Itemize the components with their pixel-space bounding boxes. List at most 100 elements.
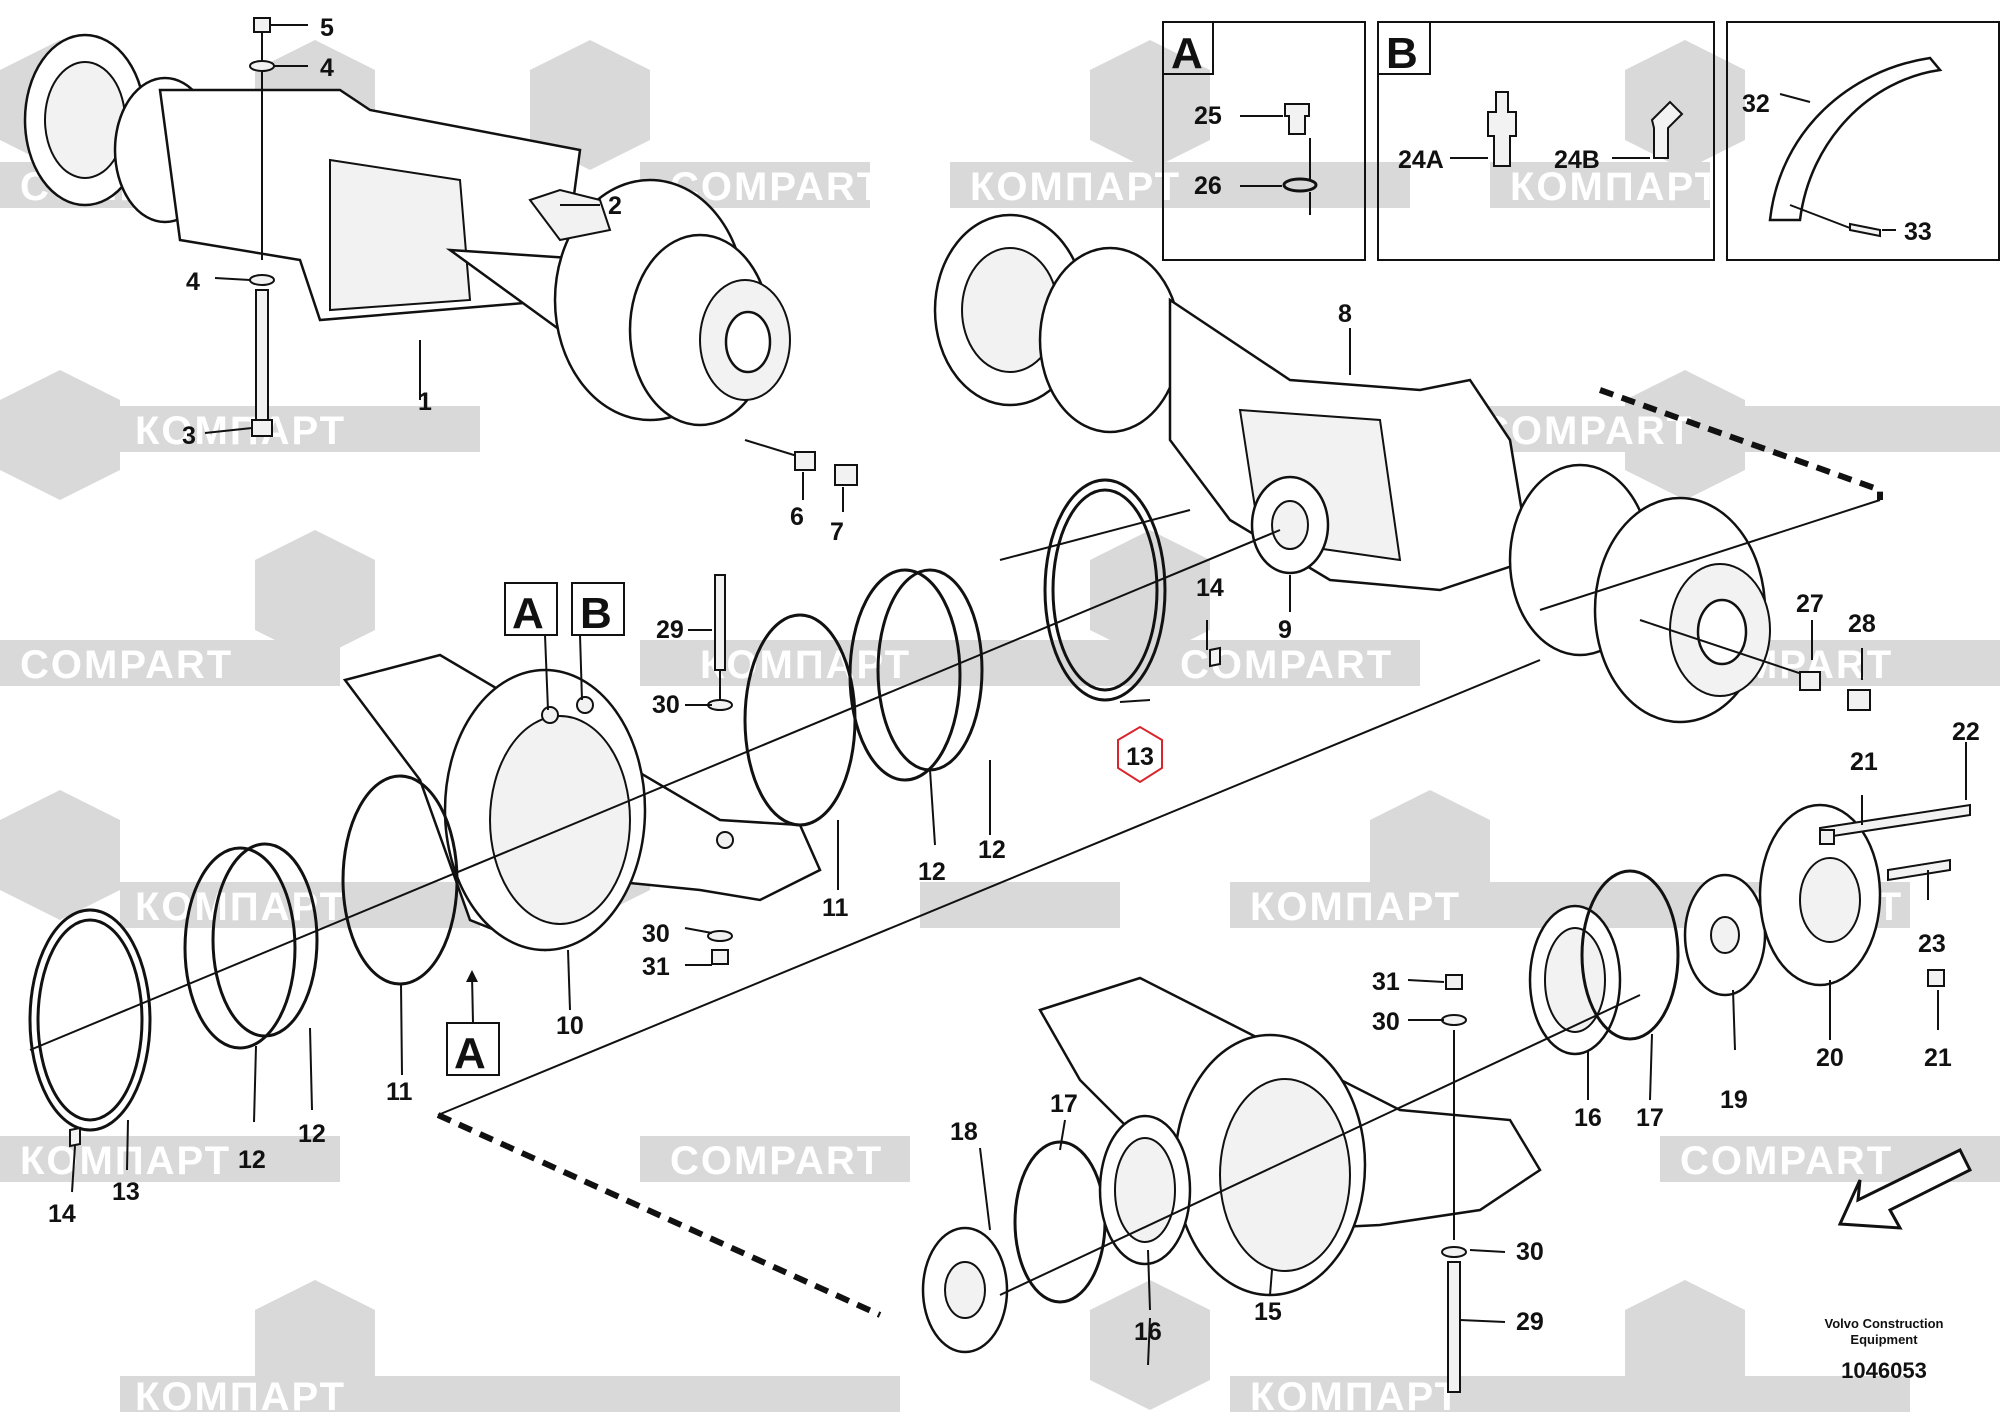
callout-29: 29	[656, 616, 684, 644]
watermark-label: КОМПАРТ	[970, 165, 1181, 209]
callout-11: 11	[386, 1078, 413, 1106]
callout-16: 16	[1134, 1318, 1162, 1346]
svg-text:A: A	[512, 589, 544, 638]
callout-30: 30	[1516, 1238, 1544, 1266]
angled-nipple-icon	[1650, 100, 1684, 159]
callout-3: 3	[182, 422, 196, 450]
callout-4: 4	[320, 54, 334, 82]
bracket-assembly-upper	[342, 653, 822, 952]
svg-text:B: B	[580, 589, 612, 638]
arc-segment-icon	[1768, 56, 1943, 222]
straight-nipple-icon	[1487, 91, 1517, 167]
callout-27: 27	[1796, 590, 1824, 618]
bolt-stack-middle	[707, 574, 733, 965]
callout-12: 12	[918, 858, 946, 886]
detail-box-b-label: B	[1386, 29, 1418, 78]
flange-bolts	[1819, 803, 1971, 987]
callout-22: 22	[1952, 718, 1980, 746]
brand-name-line2: Equipment	[1850, 1332, 1918, 1347]
callout-32: 32	[1742, 90, 1770, 118]
dashed-connector	[1598, 387, 1883, 500]
callout-9: 9	[1278, 616, 1292, 644]
callout-20: 20	[1816, 1044, 1844, 1072]
axle-rear-nuts	[1639, 619, 1871, 711]
callout-25: 25	[1194, 102, 1222, 130]
watermark-label: КОМПАРТ	[135, 1375, 346, 1412]
watermark-label: КОМПАРТ	[1510, 165, 1721, 209]
plug-icon	[1284, 103, 1310, 135]
axle-front-nuts	[744, 439, 858, 486]
callout-8: 8	[1338, 300, 1352, 328]
callout-28: 28	[1848, 610, 1876, 638]
watermark-label: КОМПАРТ	[135, 409, 346, 453]
callout-21: 21	[1924, 1044, 1952, 1072]
callout-23: 23	[1918, 930, 1946, 958]
callout-30: 30	[652, 691, 680, 719]
callout-6: 6	[790, 503, 804, 531]
detail-marker-a-bottom: A	[446, 970, 500, 1078]
callout-24b: 24B	[1554, 146, 1600, 174]
brand-footer: Volvo Construction Equipment 1046053	[1825, 1316, 1944, 1383]
callout-5: 5	[320, 14, 334, 42]
watermark-label: COMPART	[670, 1139, 883, 1183]
bearing-stack-lower	[921, 803, 1882, 1354]
detail-box-ring	[1726, 21, 2000, 261]
callout-11: 11	[822, 894, 849, 922]
callout-31: 31	[642, 953, 670, 981]
callout-19: 19	[1720, 1086, 1748, 1114]
callout-17: 17	[1636, 1104, 1664, 1132]
callout-2: 2	[608, 192, 622, 220]
callout-16: 16	[1574, 1104, 1602, 1132]
callout-26: 26	[1194, 172, 1222, 200]
detail-box-a: A	[1162, 21, 1366, 261]
callout-12: 12	[978, 836, 1006, 864]
bracket-assembly-lower	[1038, 976, 1542, 1297]
brand-name-line1: Volvo Construction	[1825, 1316, 1944, 1331]
watermark-label: COMPART	[1680, 1139, 1893, 1183]
arrow-icon	[1837, 1147, 1973, 1230]
callout-7: 7	[830, 518, 844, 546]
callout-labels: 1 2 3 4 4 5 6 7 8 9 10 11 11 12 12 12 12…	[48, 14, 1980, 1346]
detail-box-b: B	[1377, 21, 1715, 261]
watermark-label: COMPART	[1480, 409, 1693, 453]
callout-30: 30	[642, 920, 670, 948]
callout-12: 12	[298, 1120, 326, 1148]
axle-housing-front	[23, 33, 791, 427]
watermark-label: COMPART	[20, 643, 233, 687]
ring-stack-lower	[28, 774, 459, 1132]
seal-ring-icon	[1282, 177, 1318, 193]
callout-24a: 24A	[1398, 146, 1444, 174]
bolt-stack-lower	[999, 974, 1641, 1393]
watermark-label: КОМПАРТ	[700, 643, 911, 687]
callout-31: 31	[1372, 968, 1400, 996]
detail-marker-b-top: B	[571, 582, 625, 701]
callout-13: 13	[112, 1178, 140, 1206]
callout-18: 18	[950, 1118, 978, 1146]
highlighted-callout-13[interactable]: 13	[1117, 699, 1163, 784]
svg-text:13: 13	[1126, 743, 1154, 771]
callout-4: 4	[186, 268, 200, 296]
detail-marker-a-top: A	[504, 582, 558, 711]
watermark-label: КОМПАРТ	[1250, 1375, 1461, 1412]
axis-line	[29, 529, 1281, 1051]
callout-14: 14	[1196, 574, 1224, 602]
watermark-label: КОМПАРТ	[20, 1139, 231, 1183]
callout-17: 17	[1050, 1090, 1078, 1118]
screw-icon	[1849, 222, 1881, 238]
callout-14: 14	[48, 1200, 76, 1228]
callout-29: 29	[1516, 1308, 1544, 1336]
detail-box-a-label: A	[1171, 29, 1203, 78]
callout-10: 10	[556, 1012, 584, 1040]
callout-12: 12	[238, 1146, 266, 1174]
callout-33: 33	[1904, 218, 1932, 246]
callout-21: 21	[1850, 748, 1878, 776]
dashed-connector	[436, 1112, 882, 1318]
svg-text:A: A	[454, 1029, 486, 1078]
small-screws	[69, 646, 1221, 1148]
callout-30: 30	[1372, 1008, 1400, 1036]
axle-housing-rear	[933, 213, 1771, 724]
callout-15: 15	[1254, 1298, 1282, 1326]
watermark-label: КОМПАРТ	[1250, 885, 1461, 929]
